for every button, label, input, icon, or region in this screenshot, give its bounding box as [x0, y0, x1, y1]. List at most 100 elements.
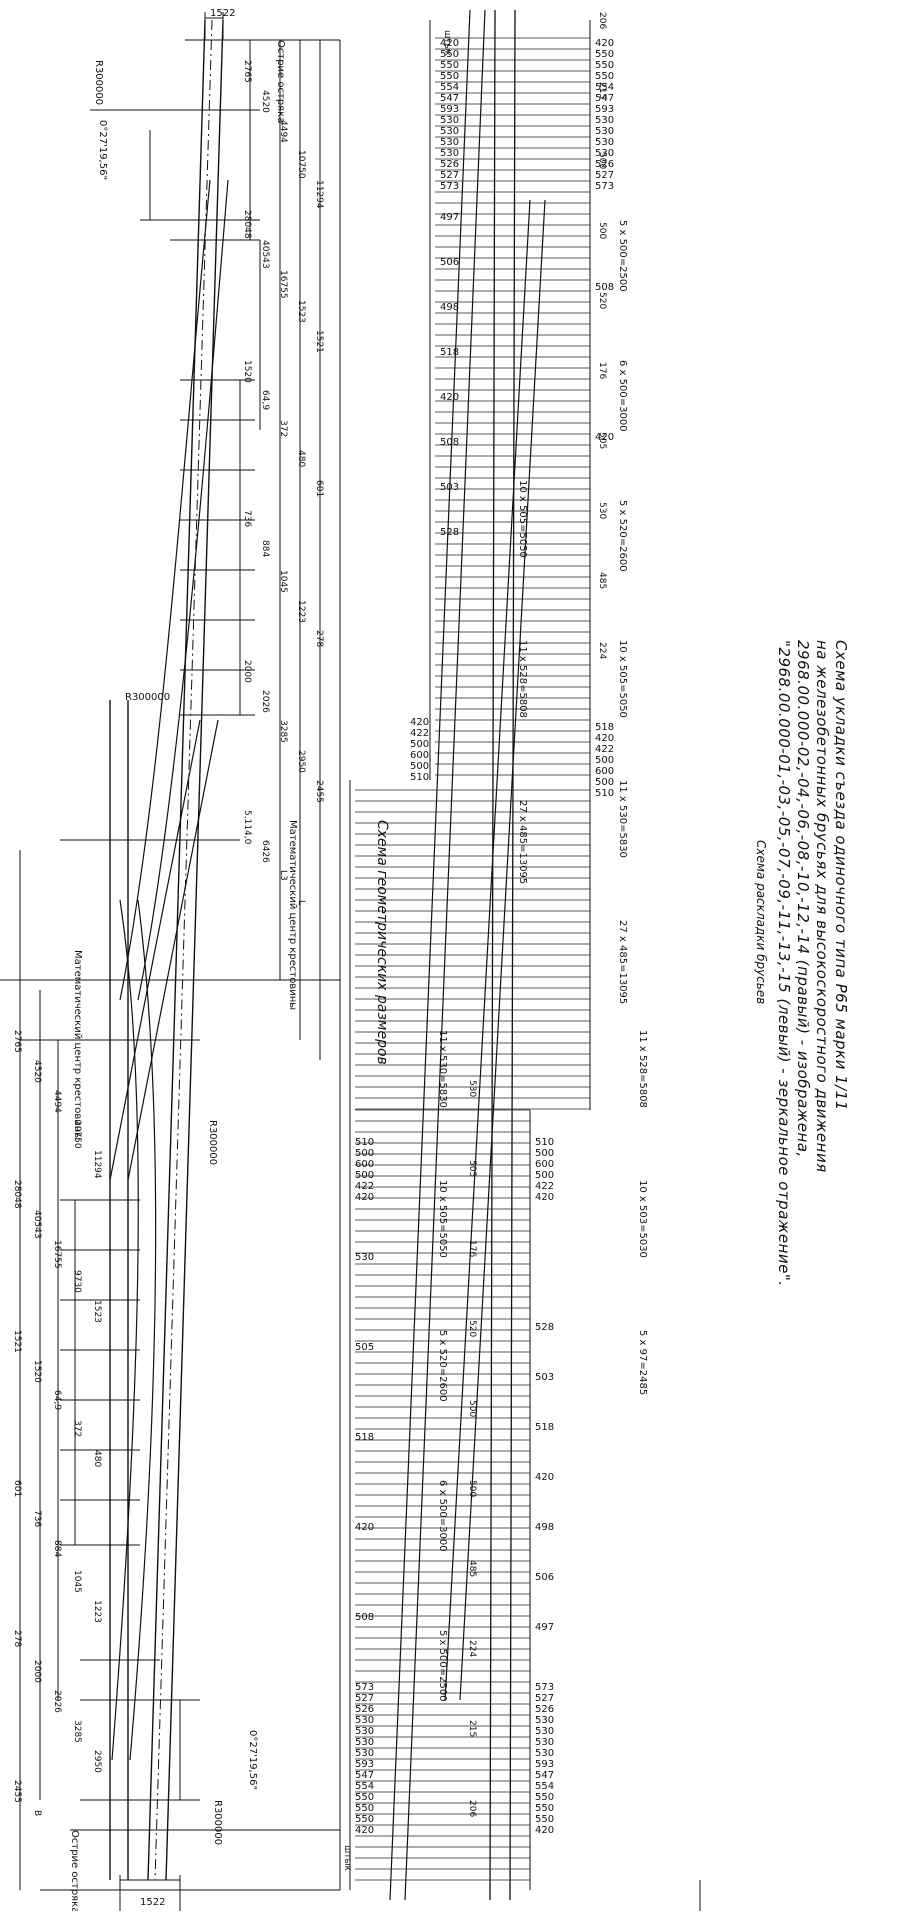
- sleeper-label-left: 547: [440, 93, 459, 104]
- sleeper-label-right: 500: [595, 777, 614, 788]
- dimension-bottom: 2026: [52, 1690, 62, 1713]
- sleeper-small-top: 224: [597, 642, 607, 659]
- dimension-bottom: 372: [72, 1420, 82, 1437]
- dimension-bottom: 10750: [72, 1120, 82, 1149]
- dimension-top: 3285: [278, 720, 288, 743]
- dimension-top: 278: [314, 630, 324, 647]
- sleeper-group-top: 11 x 530=5830: [617, 780, 628, 858]
- sleeper-label-bottom-right: 593: [535, 1759, 554, 1770]
- sleeper-label-bottom-right: 503: [535, 1372, 554, 1383]
- sleeper-group-mid: 11 x 528=5808: [517, 640, 528, 718]
- dimension-bottom: 2000: [32, 1660, 42, 1683]
- sleeper-label-bottom-left: 530: [355, 1748, 374, 1759]
- dimension-bottom: 1523: [92, 1300, 102, 1323]
- center-label-bottom: Математический центр крестовины: [72, 950, 83, 1140]
- dimension-top: 884: [260, 540, 270, 557]
- dimension-top: L3: [278, 870, 288, 881]
- sleeper-label-bottom-left: 554: [355, 1781, 374, 1792]
- dimension-bottom: 3285: [72, 1720, 82, 1743]
- sleeper-label-right: 422: [595, 744, 614, 755]
- sleeper-small-bottom: 224: [467, 1640, 477, 1657]
- sleeper-label-bottom-left: 510: [355, 1137, 374, 1148]
- dimension-top: 64,9: [260, 390, 270, 410]
- dimension-top: 2455: [314, 780, 324, 803]
- sleeper-small-top: 485: [597, 572, 607, 589]
- dimension-bottom: 64,9: [52, 1390, 62, 1410]
- sleeper-label-bottom-right: 528: [535, 1322, 554, 1333]
- sleeper-label-mid: 422: [410, 728, 429, 739]
- sleeper-group-top: 27 x 485=13095: [617, 920, 628, 1004]
- sleeper-label-left: 554: [440, 82, 459, 93]
- sleeper-label-mid: 600: [410, 750, 429, 761]
- dimension-top: 1520: [242, 360, 252, 383]
- sleeper-small-top: 505: [597, 432, 607, 449]
- sleeper-label-right: 550: [595, 49, 614, 60]
- sleeper-label-bottom-left: 526: [355, 1704, 374, 1715]
- sleeper-label-bottom-right: 526: [535, 1704, 554, 1715]
- gauge-bottom: 1522: [140, 1897, 165, 1908]
- sleeper-label-left: 508: [440, 437, 459, 448]
- sleeper-label-right: 508: [595, 282, 614, 293]
- tip-label-top: Острие остряка: [275, 40, 286, 123]
- sleeper-scheme: [349, 9, 701, 1911]
- dimension-top: 16755: [278, 270, 288, 299]
- sleeper-label-bottom-left: 593: [355, 1759, 374, 1770]
- sleeper-label-bottom-right: 498: [535, 1522, 554, 1533]
- sleeper-label-right: 420: [595, 38, 614, 49]
- joint-label-top: штык: [442, 30, 452, 57]
- sleeper-group-bottom: 11 x 528=5808: [637, 1030, 648, 1108]
- ordinate-ticks-bottom: [60, 1199, 200, 1801]
- dimension-top: 28048: [242, 210, 252, 239]
- sleeper-label-right: 420: [595, 432, 614, 443]
- sleeper-label-mid: 510: [410, 772, 429, 783]
- sleeper-label-bottom-right: 600: [535, 1159, 554, 1170]
- dimension-top: 1223: [296, 600, 306, 623]
- sleeper-label-bottom-left: 600: [355, 1159, 374, 1170]
- sleeper-group-bottom: 5 x 97=2485: [637, 1330, 648, 1395]
- sleeper-group-top: 5 x 520=2600: [617, 500, 628, 572]
- ordinate-ticks-top: [180, 379, 255, 716]
- sleeper-label-bottom-right: 422: [535, 1181, 554, 1192]
- sleeper-label-left: 530: [440, 137, 459, 148]
- sleeper-small-bottom: 500: [467, 1400, 477, 1417]
- sleeper-label-bottom-left: 530: [355, 1715, 374, 1726]
- sleeper-group-top: 6 x 500=3000: [617, 360, 628, 432]
- dimension-top: 2000: [242, 660, 252, 683]
- sleeper-small-bottom: 215: [467, 1720, 477, 1737]
- sleeper-group-bottom: 10 x 505=5050: [437, 1180, 448, 1258]
- dimension-bottom: 884: [52, 1540, 62, 1557]
- sleeper-label-right: 526: [595, 159, 614, 170]
- sleeper-label-bottom-right: 518: [535, 1422, 554, 1433]
- dimension-bottom: 1045: [72, 1570, 82, 1593]
- sleeper-label-bottom-right: 530: [535, 1737, 554, 1748]
- sleeper-label-left: 530: [440, 148, 459, 159]
- sleeper-label-bottom-right: 550: [535, 1814, 554, 1825]
- sleeper-label-bottom-right: 420: [535, 1825, 554, 1836]
- dimension-top: 5.114,0: [242, 810, 252, 845]
- sleeper-small-bottom: 530: [467, 1080, 477, 1097]
- sleeper-label-bottom-right: 547: [535, 1770, 554, 1781]
- sleeper-label-left: 527: [440, 170, 459, 181]
- dimension-top: 480: [296, 450, 306, 467]
- sleeper-label-right: 550: [595, 71, 614, 82]
- title-line-1: Схема укладки съезда одиночного типа Р65…: [832, 640, 850, 1111]
- sleeper-label-left: 528: [440, 527, 459, 538]
- sleeper-label-bottom-right: 506: [535, 1572, 554, 1583]
- sleeper-group-top: 5 x 500=2500: [617, 220, 628, 292]
- sleeper-group-mid: 27 x 485=13095: [517, 800, 528, 884]
- dimension-top: 4520: [260, 90, 270, 113]
- radius-mid-top: R300000: [125, 692, 170, 703]
- sleeper-label-right: 530: [595, 148, 614, 159]
- title-line-2: на железобетонных брусьях для высокоскор…: [813, 640, 831, 1173]
- dimension-bottom: 9730: [72, 1270, 82, 1293]
- title-line-4: "2968.00.000-01,-03,-05,-07,-09,-11,-13,…: [775, 640, 793, 1287]
- sleeper-label-bottom-left: 527: [355, 1693, 374, 1704]
- sleeper-label-right: 547: [595, 93, 614, 104]
- sleeper-label-right: 600: [595, 766, 614, 777]
- sleeper-lines: [355, 37, 590, 1881]
- sleeper-label-left: 497: [440, 212, 459, 223]
- sleeper-small-top: 206: [597, 12, 607, 29]
- sleeper-label-right: 420: [595, 733, 614, 744]
- sleeper-label-right: 510: [595, 788, 614, 799]
- tip-label-bottom: Острие остряка: [69, 1830, 80, 1911]
